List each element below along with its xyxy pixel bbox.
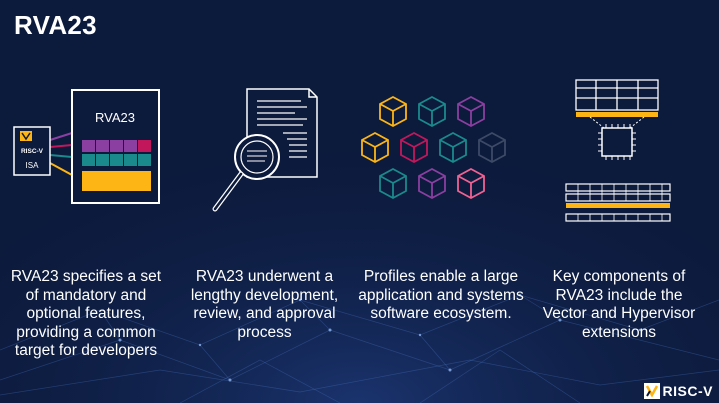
caption-ecosystem: Profiles enable a large application and … bbox=[358, 268, 524, 322]
software-ecosystem-cubes-icon bbox=[361, 96, 506, 199]
risc-v-logo-icon bbox=[643, 383, 660, 399]
profile-specification-icon: RISC-V ISA RVA23 bbox=[13, 89, 160, 204]
isa-badge-label: ISA bbox=[26, 161, 40, 170]
caption-specification: RVA23 specifies a set of mandatory and o… bbox=[10, 268, 162, 359]
caption-development: RVA23 underwent a lengthy development, r… bbox=[190, 268, 339, 341]
profile-box-label: RVA23 bbox=[95, 110, 135, 125]
slide-title: RVA23 bbox=[14, 10, 97, 40]
caption-key-components: Key components of RVA23 include the Vect… bbox=[542, 268, 696, 341]
document-review-icon bbox=[212, 88, 318, 212]
footer-logo-text: RISC-V bbox=[662, 383, 713, 399]
isa-badge-logo: RISC-V bbox=[21, 148, 44, 155]
vector-hypervisor-chip-icon bbox=[565, 79, 671, 222]
risc-v-footer-logo: RISC-V bbox=[643, 383, 713, 399]
